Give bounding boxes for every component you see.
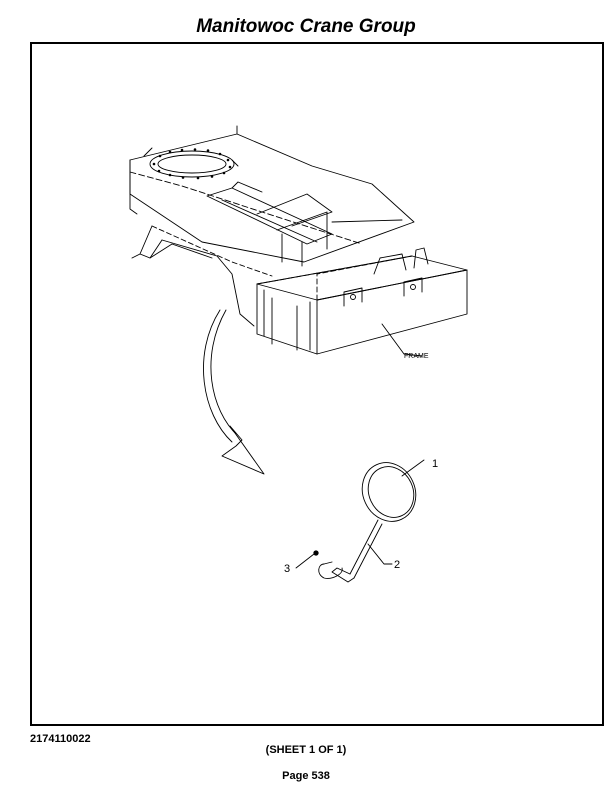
frame-label: FRAME bbox=[404, 353, 429, 360]
page-number: Page 538 bbox=[282, 770, 330, 782]
screw bbox=[295, 550, 319, 569]
mirror-arm bbox=[331, 519, 393, 583]
callout-2: 2 bbox=[394, 559, 400, 571]
view-arrow bbox=[203, 309, 265, 475]
frame-box-assembly bbox=[256, 247, 468, 357]
callout-1: 1 bbox=[432, 458, 438, 470]
callout-3: 3 bbox=[284, 563, 290, 575]
diagram-frame: FRAME 1 2 bbox=[30, 42, 604, 726]
document-number: 2174110022 bbox=[30, 733, 91, 745]
parts-diagram: FRAME 1 2 bbox=[129, 125, 468, 583]
sheet-indicator: (SHEET 1 OF 1) bbox=[265, 744, 347, 756]
bolt-circle bbox=[152, 148, 232, 180]
mirror-base bbox=[318, 561, 343, 579]
mirror-head bbox=[361, 459, 425, 522]
carbody-assembly bbox=[129, 125, 415, 327]
page-header-title: Manitowoc Crane Group bbox=[196, 16, 416, 37]
